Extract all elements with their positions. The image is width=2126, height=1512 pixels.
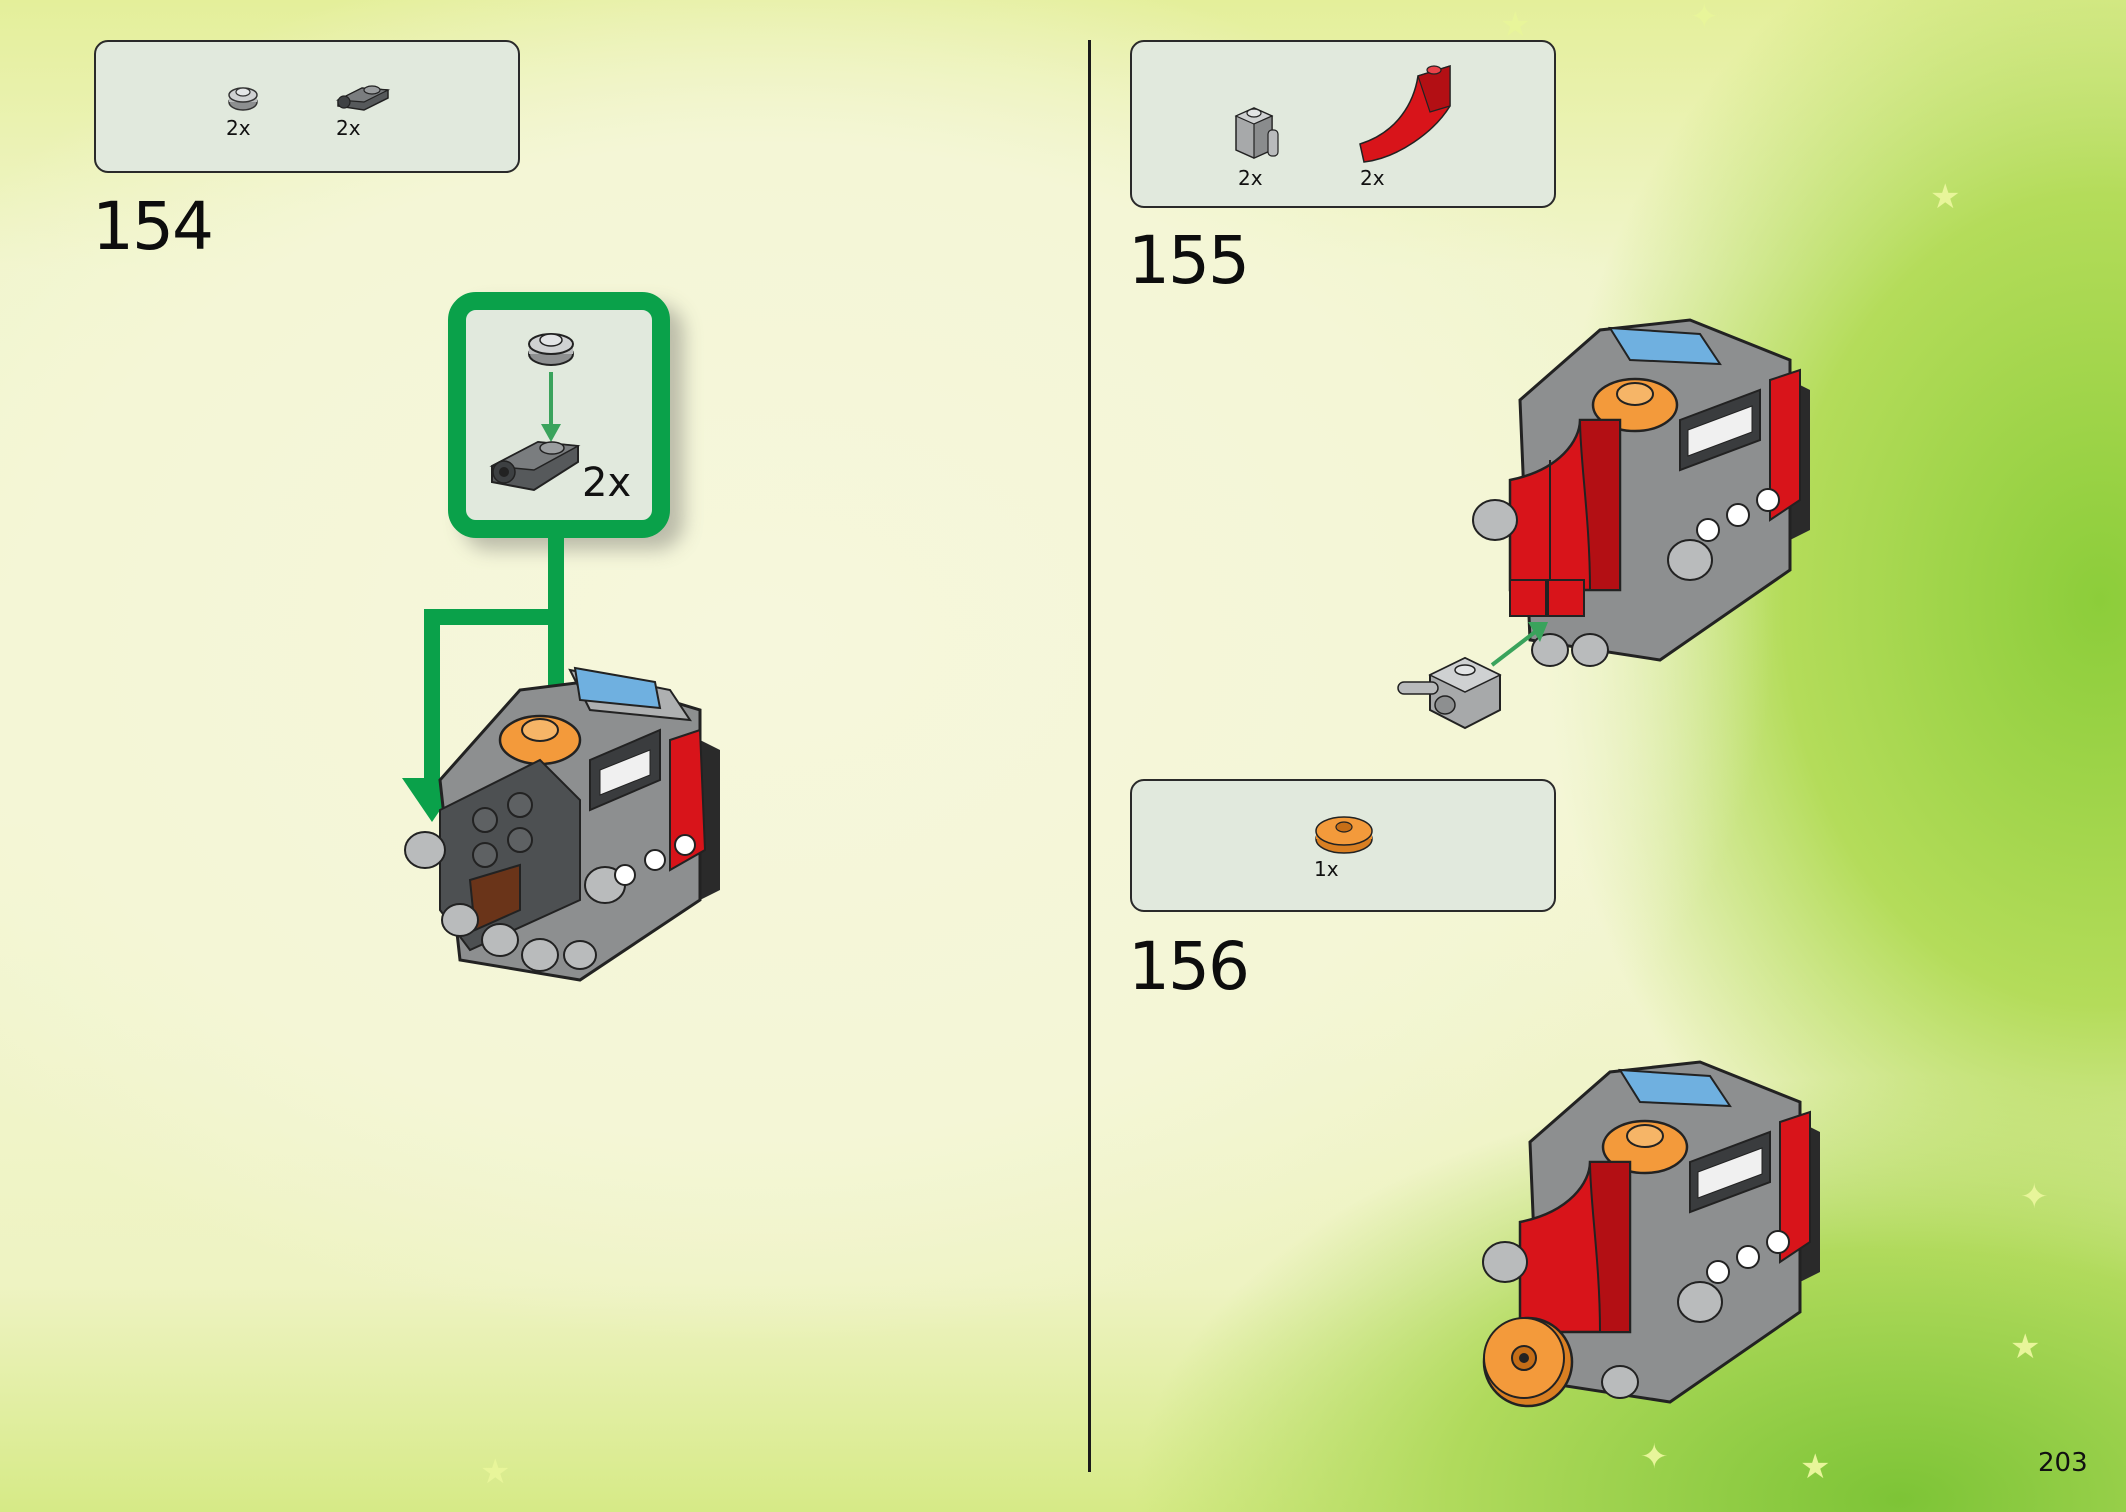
parts-list-step-154: 2x 2x (94, 40, 520, 173)
part-item (332, 76, 394, 118)
dark-gray-clip-plate-icon (335, 85, 391, 111)
light-gray-brick-with-bar-icon (1234, 107, 1279, 159)
sparkle-decoration: ✦ (1690, 0, 1719, 37)
sparkle-decoration: ★ (1500, 5, 1531, 45)
part-item (226, 82, 260, 116)
sparkle-decoration: ★ (480, 1452, 511, 1492)
part-item (1232, 102, 1282, 164)
callout-illustration (489, 333, 581, 492)
dark-gray-clip-plate-icon (489, 440, 581, 492)
sub-assembly-callout (448, 292, 670, 538)
sparkle-decoration: ★ (1930, 177, 1961, 217)
step-number: 156 (1128, 928, 1250, 1005)
page-number: 203 (2038, 1448, 2088, 1478)
model-illustration-step-154 (404, 666, 720, 982)
part-quantity: 2x (336, 116, 361, 140)
part-quantity: 2x (1360, 166, 1385, 190)
part-item (1358, 62, 1454, 166)
part-item (1312, 811, 1376, 859)
red-curved-slope-icon (1359, 64, 1451, 163)
step-number: 155 (1128, 222, 1250, 299)
light-gray-round-plate-icon (528, 333, 574, 366)
parts-list-step-155: 2x 2x (1130, 40, 1556, 208)
incoming-part-icon (1397, 656, 1502, 730)
sparkle-decoration: ★ (1800, 1447, 1831, 1487)
assembly-arrow-icon (1490, 622, 1548, 667)
part-quantity: 2x (1238, 166, 1263, 190)
sparkle-decoration: ★ (2010, 1327, 2041, 1367)
orange-round-tile-icon (1482, 1316, 1574, 1408)
step-number: 154 (92, 188, 214, 265)
model-illustration-step-156 (1482, 1060, 1820, 1408)
light-gray-round-plate-icon (228, 87, 258, 111)
page-divider (1088, 40, 1091, 1472)
part-quantity: 2x (226, 116, 251, 140)
orange-round-tile-icon (1315, 816, 1373, 854)
part-quantity: 1x (1314, 857, 1339, 881)
parts-list-step-156: 1x (1130, 779, 1556, 912)
callout-quantity: 2x (582, 460, 632, 506)
sparkle-decoration: ✦ (2020, 1177, 2049, 1217)
assembly-arrow-icon (541, 372, 561, 442)
sparkle-decoration: ✦ (1640, 1437, 1669, 1477)
model-illustration-step-155 (1397, 318, 1810, 730)
